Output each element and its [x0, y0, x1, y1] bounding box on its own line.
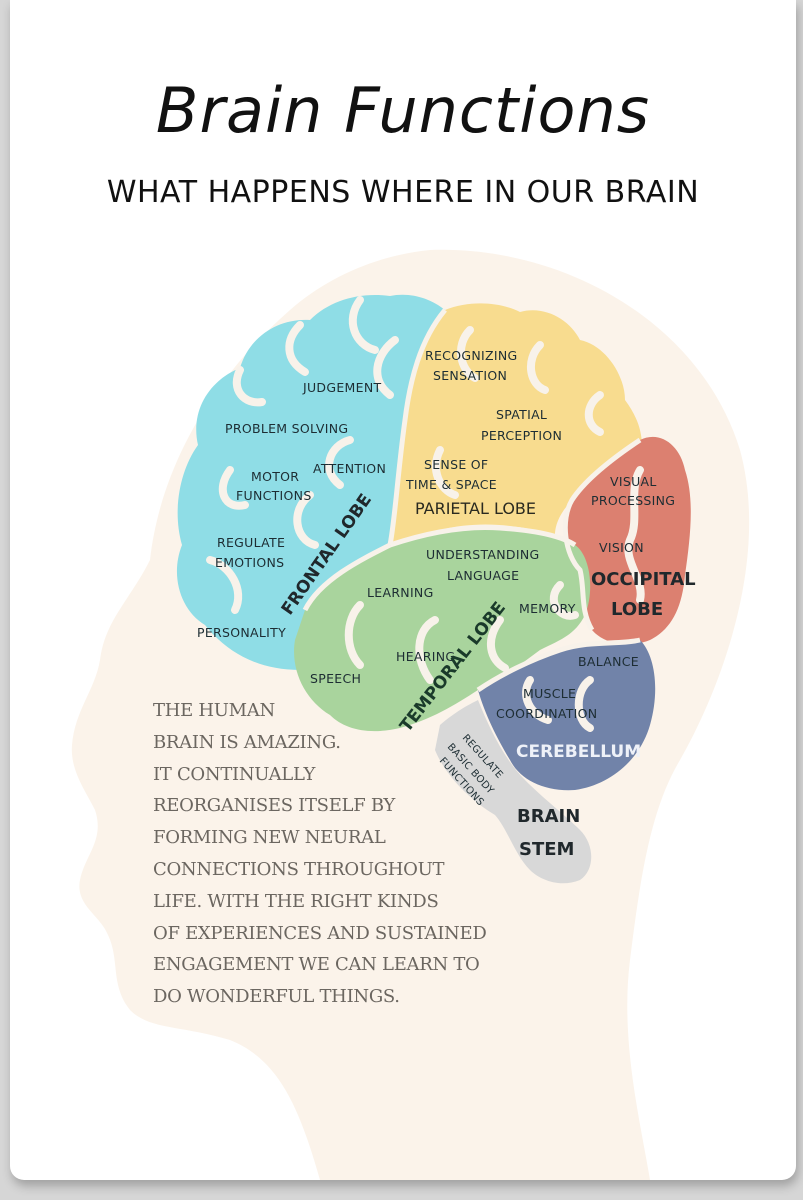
- temporal-lobe-shape: [294, 527, 591, 732]
- label-visual: VISUAL: [610, 474, 657, 489]
- lobe-boundaries: [302, 308, 642, 693]
- label-motor: MOTOR: [251, 469, 299, 484]
- body-paragraph: THE HUMAN BRAIN IS AMAZING. IT CONTINUAL…: [153, 695, 487, 1013]
- label-hearing: HEARING: [396, 649, 455, 664]
- label-memory: MEMORY: [519, 601, 576, 616]
- body-line: BRAIN IS AMAZING.: [153, 731, 341, 753]
- body-line: CONNECTIONS THROUGHOUT: [153, 858, 445, 880]
- label-regulate: REGULATE: [217, 535, 285, 550]
- label-sense-of: SENSE OF: [424, 457, 488, 472]
- body-line: LIFE. WITH THE RIGHT KINDS: [153, 890, 439, 912]
- label-recognizing: RECOGNIZING: [425, 348, 517, 363]
- brain-stem-shape: [435, 700, 592, 884]
- body-line: ENGAGEMENT WE CAN LEARN TO: [153, 954, 480, 976]
- label-balance: BALANCE: [578, 654, 639, 669]
- label-processing: PROCESSING: [591, 493, 675, 508]
- body-line: REORGANISES ITSELF BY: [153, 795, 396, 817]
- body-line: THE HUMAN: [153, 700, 275, 721]
- occipital-lobe-title-line2: LOBE: [611, 599, 663, 620]
- label-muscle: MUSCLE: [523, 686, 576, 701]
- label-sensation: SENSATION: [433, 368, 507, 383]
- body-line: IT CONTINUALLY: [153, 763, 316, 785]
- label-coordination: COORDINATION: [496, 706, 597, 721]
- label-time-space: TIME & SPACE: [405, 477, 497, 492]
- label-spatial: SPATIAL: [496, 407, 547, 422]
- label-understanding: UNDERSTANDING: [426, 547, 539, 562]
- parietal-lobe-shape: [390, 303, 642, 545]
- cerebellum-title: CEREBELLUM: [516, 742, 641, 762]
- label-attention: ATTENTION: [313, 461, 386, 476]
- brain-diagram: JUDGEMENT PROBLEM SOLVING MOTOR FUNCTION…: [71, 249, 750, 1180]
- brain-stem-title-line2: STEM: [519, 839, 574, 860]
- frontal-lobe-shape: [176, 294, 445, 670]
- label-language: LANGUAGE: [447, 568, 519, 583]
- brain-stem-title-line1: BRAIN: [517, 806, 580, 827]
- poster-title: Brain Functions: [155, 74, 651, 147]
- label-problem-solving: PROBLEM SOLVING: [225, 421, 348, 436]
- gyri-lines: [206, 296, 645, 732]
- poster-subtitle: WHAT HAPPENS WHERE IN OUR BRAIN: [106, 175, 700, 210]
- label-vision: VISION: [599, 540, 644, 555]
- label-perception: PERCEPTION: [481, 428, 562, 443]
- label-learning: LEARNING: [367, 585, 434, 600]
- parietal-lobe-title: PARIETAL LOBE: [415, 499, 536, 518]
- label-speech: SPEECH: [310, 671, 361, 686]
- body-line: FORMING NEW NEURAL: [153, 827, 386, 849]
- body-line: OF EXPERIENCES AND SUSTAINED: [153, 922, 487, 944]
- cerebellum-shape: [478, 640, 656, 791]
- label-personality: PERSONALITY: [197, 625, 286, 640]
- body-line: DO WONDERFUL THINGS.: [153, 986, 400, 1008]
- label-functions: FUNCTIONS: [236, 488, 312, 503]
- label-emotions: EMOTIONS: [215, 555, 284, 570]
- poster: Brain Functions WHAT HAPPENS WHERE IN OU…: [10, 0, 796, 1180]
- label-judgement: JUDGEMENT: [302, 380, 381, 395]
- occipital-lobe-title-line1: OCCIPITAL: [591, 569, 696, 590]
